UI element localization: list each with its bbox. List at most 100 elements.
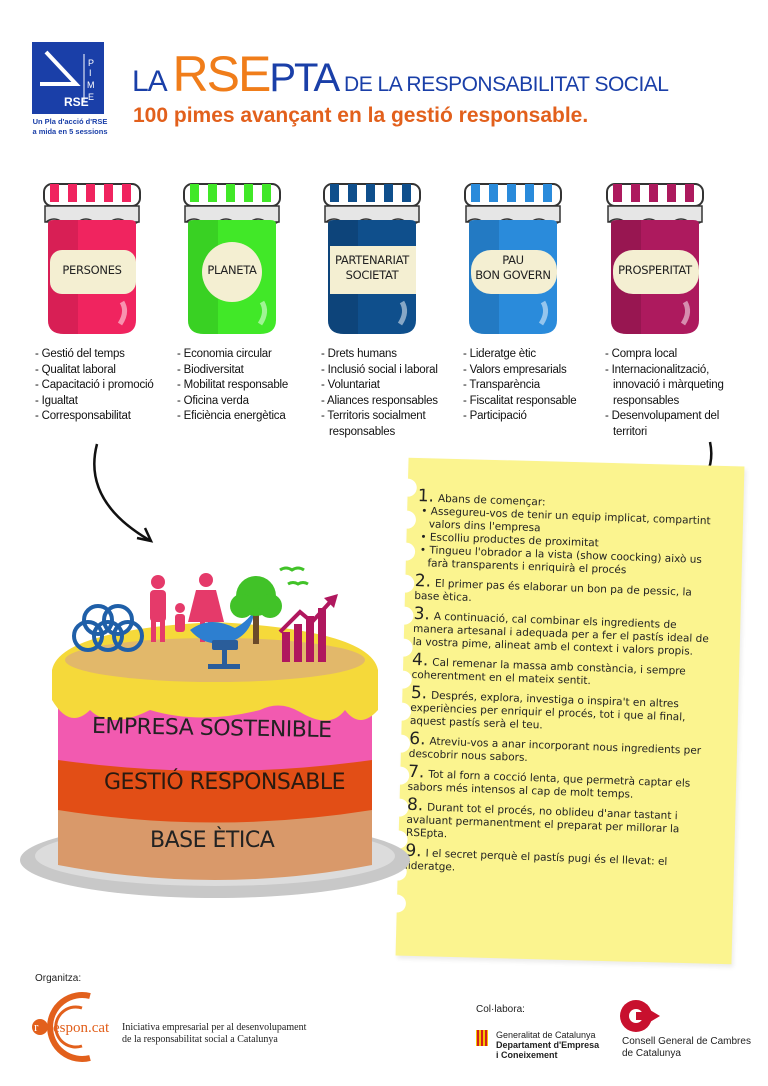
gencat-flag-icon [476, 1030, 488, 1046]
list-item: - Lideratge ètic [463, 348, 536, 360]
jar-label: PLANETA [176, 263, 288, 278]
svg-text:E: E [88, 92, 94, 102]
cambres-line-1: Consell General de Cambres [622, 1036, 751, 1047]
collabora-label: Col·labora: [476, 1004, 525, 1015]
family-icon [150, 573, 224, 642]
jar-graphic [183, 183, 281, 334]
jar-label-line-1: PARTENARIAT [334, 253, 410, 267]
svg-text:I: I [89, 68, 92, 78]
respon-description: Iniciativa empresarial per al desenvolup… [122, 1022, 306, 1046]
svg-text:M: M [87, 80, 95, 90]
gencat-line-2: Departament d'Empresa [496, 1040, 600, 1050]
step-text: I el secret perquè el pastís pugi és el … [404, 847, 668, 874]
cake-label-top: EMPRESA SOSTENIBLE [91, 713, 332, 744]
cake-layer-base [58, 800, 372, 880]
jar-items-list: - Economia circular- Biodiversitat- Mobi… [177, 347, 288, 425]
step-number: 6. [408, 728, 426, 750]
jar-items-list: - Lideratge ètic - Valors empresarials - T… [463, 347, 577, 425]
tagline-line-1: Un Pla d'acció d'RSE [32, 117, 108, 126]
list-item: - Corresponsabilitat [35, 410, 131, 422]
list-item: - Biodiversitat [177, 363, 244, 376]
list-item: responsables [613, 394, 680, 407]
jar-label-line-1: PLANETA [207, 263, 257, 277]
recipe-step: 6.Atreviu-vos a anar incorporant nous in… [408, 729, 706, 771]
tagline-line-2: a mida en 5 sessions [32, 127, 108, 136]
tree-icon [230, 566, 309, 644]
recipe-steps: 1.Abans de començar:• Assegureu-vos de t… [404, 486, 714, 888]
list-item: responsables [329, 425, 396, 438]
pime-logo-mark: P I M E RSE [40, 50, 95, 109]
jar-items-list: - Compra local - Internacionalització, inn… [605, 347, 724, 440]
arrow-left-icon [93, 443, 154, 543]
list-item: - Transparència [463, 379, 540, 391]
list-item: - Aliances responsables [321, 394, 438, 407]
list-item: - Internacionalització, [605, 363, 710, 376]
list-item: - Voluntariat [321, 379, 380, 391]
cake-label-middle: GESTIÓ RESPONSABLE [104, 770, 346, 795]
list-item: - Compra local [605, 348, 677, 360]
cake-illustration [20, 566, 410, 898]
recipe-step: 4.Cal remenar la massa amb constància, i… [411, 650, 708, 692]
gencat-line-1: Generalitat de Catalunya [496, 1030, 596, 1040]
title-la: LA [132, 65, 168, 98]
step-number: 4. [411, 649, 429, 671]
step-text: A continuació, cal combinar els ingredie… [412, 610, 709, 658]
svg-text:respon.cat: respon.cat [48, 1020, 110, 1036]
step-number: 2. [414, 570, 432, 592]
jar-label-line-1: PERSONES [62, 263, 122, 277]
step-text: Tot al forn a cocció lenta, que permetrà… [407, 768, 691, 801]
step-text: Durant tot el procés, no oblideu d'anar … [405, 801, 680, 841]
cake-label-bottom: BASE ÈTICA [150, 828, 275, 853]
rings-icon [72, 604, 144, 652]
dove-icon [190, 608, 255, 644]
list-item: - Inclusió social i laboral [321, 363, 438, 376]
organitza-label: Organitza: [35, 973, 82, 984]
respon-desc-2: de la responsabilitat social a Catalunya [122, 1034, 278, 1045]
list-item: - Gestió del temps [35, 348, 125, 360]
jar-items-list: - Gestió del temps- Qualitat laboral- Ca… [35, 347, 154, 425]
svg-text:RSE: RSE [64, 95, 89, 109]
svg-text:P: P [88, 58, 94, 68]
jar-label-line-1: PAU [502, 253, 524, 267]
cambres-line-2: de Catalunya [622, 1048, 681, 1059]
list-item: - Drets humans [321, 348, 397, 360]
step-number: 5. [410, 682, 428, 704]
list-item: - Capacitació i promoció [35, 379, 154, 391]
recipe-step: 3.A continuació, cal combinar els ingred… [412, 604, 709, 659]
respon-desc-1: Iniciativa empresarial per al desenvolup… [122, 1022, 307, 1033]
list-item: - Oficina verda [177, 394, 249, 407]
step-number: 7. [407, 761, 425, 783]
list-item: - Desenvolupament del [605, 410, 720, 422]
jar-graphic [323, 183, 421, 334]
recipe-step: 7.Tot al forn a cocció lenta, que permet… [407, 762, 704, 804]
title-pta: PTA [269, 56, 340, 100]
cake-layer-top [58, 700, 372, 771]
jar-items-list: - Drets humans - Inclusió social i labora… [321, 347, 438, 440]
step-number: 1. [417, 486, 435, 507]
cambres-text: Consell General de Cambres de Catalunya [622, 1036, 751, 1060]
list-item: - Eficiència energètica [177, 410, 286, 422]
page-subtitle: 100 pimes avançant en la gestió responsa… [133, 104, 589, 127]
jar-label-line-2: BON GOVERN [475, 268, 551, 282]
svg-text:r: r [34, 1019, 39, 1034]
list-item: - Valors empresarials [463, 363, 567, 376]
cambres-logo-icon [620, 1000, 660, 1032]
gavel-icon [208, 640, 240, 669]
step-text: El primer pas és elaborar un bon pa de p… [414, 577, 693, 604]
jar-planeta: PLANETA [176, 180, 288, 340]
jar-label: PERSONES [36, 263, 148, 278]
list-item: - Igualtat [35, 394, 78, 407]
recipe-step: 1.Abans de començar:• Assegureu-vos de t… [415, 486, 714, 580]
gencat-line-3: i Coneixement [496, 1050, 558, 1060]
step-text: Atreviu-vos a anar incorporant nous ingr… [408, 735, 702, 764]
list-item: innovació i màrqueting [613, 379, 724, 391]
recipe-step: 5.Després, explora, investiga o inspira'… [410, 683, 707, 738]
recipe-note [389, 457, 745, 965]
list-item: - Participació [463, 410, 527, 422]
recipe-step: 8.Durant tot el procés, no oblideu d'ana… [405, 795, 703, 850]
logo-tagline: Un Pla d'acció d'RSE a mida en 5 session… [28, 117, 112, 137]
jar-label: PROSPERITAT [599, 263, 711, 278]
